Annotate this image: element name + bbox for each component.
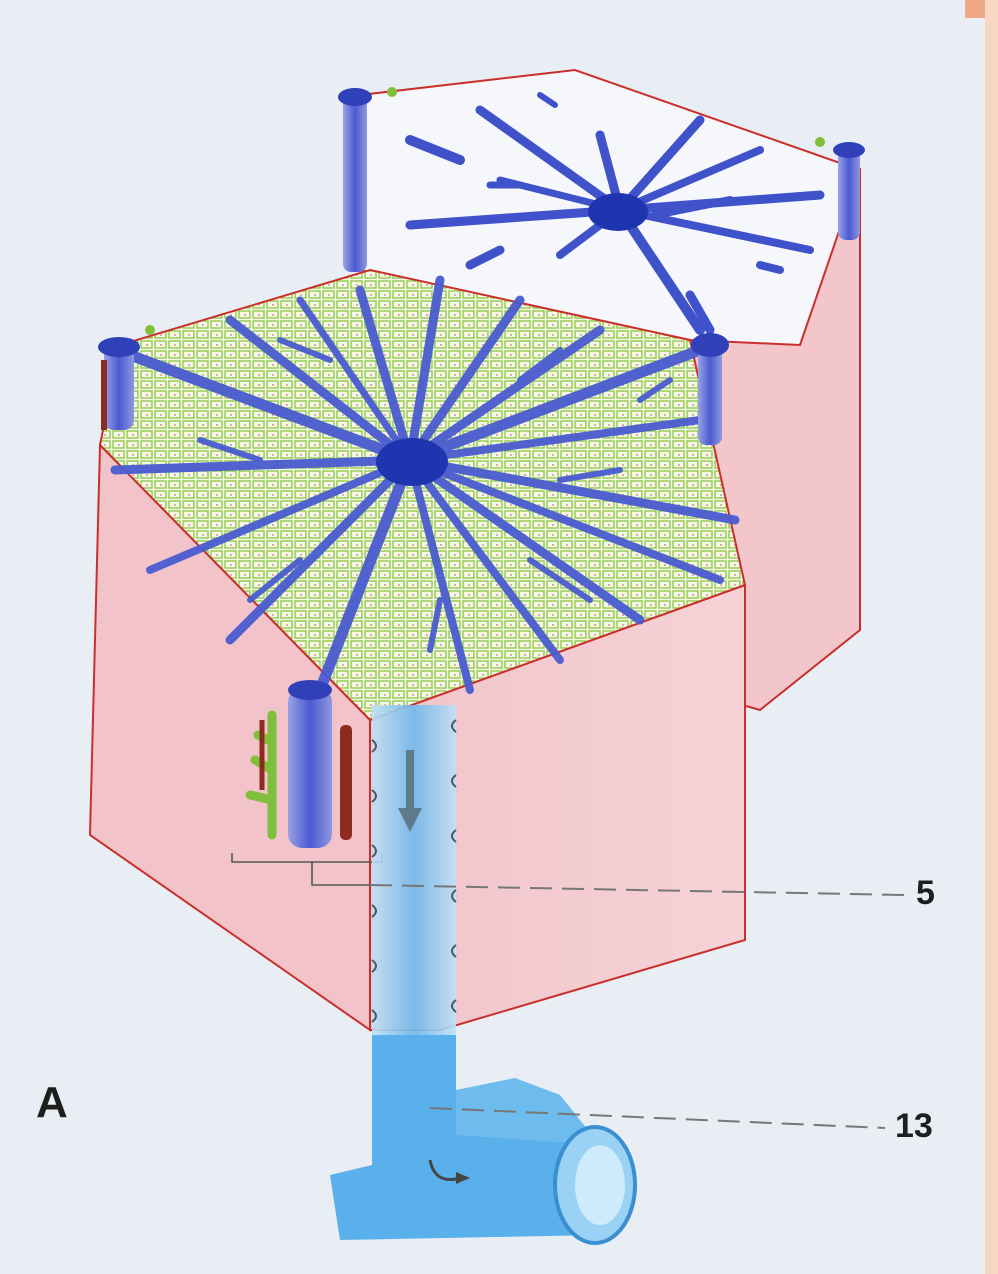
panel-letter: A — [36, 1078, 68, 1128]
page-edge — [985, 0, 998, 1274]
hepatic-artery-branch — [340, 725, 352, 840]
label-13: 13 — [895, 1107, 933, 1146]
label-5: 5 — [916, 874, 935, 913]
back-central-vein — [588, 193, 648, 231]
central-vein-column — [372, 705, 456, 1035]
portal-vein-branch — [288, 688, 332, 848]
central-vein — [376, 438, 448, 486]
sublobular-vein — [330, 1035, 635, 1243]
